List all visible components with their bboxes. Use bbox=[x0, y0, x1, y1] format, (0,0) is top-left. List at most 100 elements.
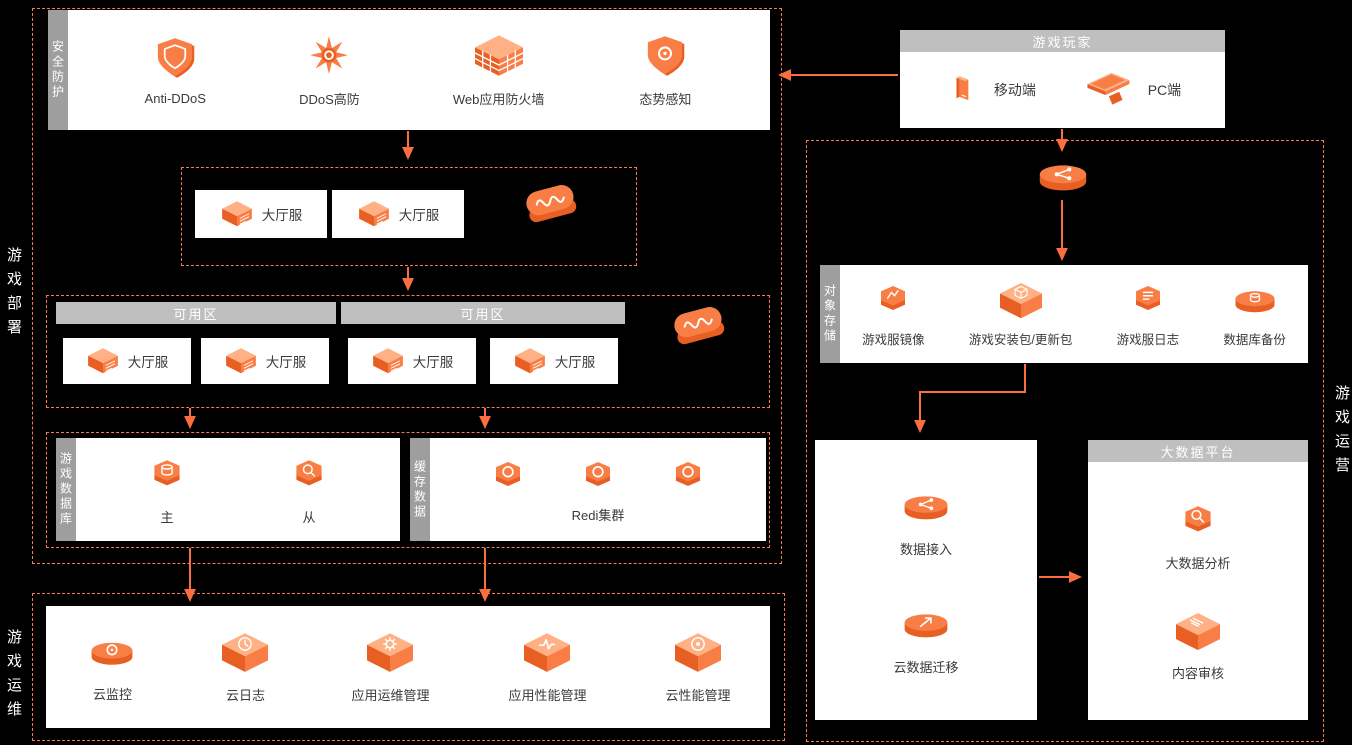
security-item-label: DDoS高防 bbox=[299, 92, 360, 107]
redis-cluster-label: Redi集群 bbox=[571, 507, 625, 523]
region-label-deploy: 游戏部署 bbox=[5, 247, 22, 343]
cloud-log-icon bbox=[218, 630, 272, 676]
lobby-server-label: 大厅服 bbox=[265, 355, 307, 370]
data-group-border bbox=[46, 432, 770, 548]
storage-item-label: 数据库备份 bbox=[1223, 333, 1286, 347]
lobby-server-icon bbox=[357, 199, 391, 229]
database-primary-label: 主 bbox=[160, 509, 174, 525]
security-tab: 安全防护 bbox=[48, 10, 68, 130]
security-item-waf: Web应用防火墙 bbox=[452, 32, 545, 108]
zone-title: 可用区 bbox=[341, 302, 625, 324]
bigdata-panel: 大数据分析 内容审核 bbox=[1088, 462, 1308, 720]
maintenance-item-label: 应用运维管理 bbox=[351, 688, 430, 703]
pc-monitor-icon bbox=[1080, 66, 1136, 114]
lobby-server-label: 大厅服 bbox=[398, 208, 440, 223]
storage-item-package: 游戏安装包/更新包 bbox=[969, 280, 1072, 348]
maintenance-item-appops: 应用运维管理 bbox=[351, 630, 429, 704]
lobby-server-box: 大厅服 bbox=[348, 338, 476, 384]
players-header: 游戏玩家 bbox=[900, 30, 1225, 52]
lobby-server-icon bbox=[224, 346, 258, 376]
zone-title: 可用区 bbox=[56, 302, 336, 324]
storage-panel: 游戏服镜像 游戏安装包/更新包 游戏服日志 数据库备份 bbox=[840, 265, 1308, 363]
lobby-server-box: 大厅服 bbox=[332, 190, 464, 238]
redis-node-icon bbox=[482, 456, 534, 498]
security-item-antiddos: Anti-DDoS bbox=[145, 34, 206, 106]
maintain-region-border bbox=[32, 593, 785, 741]
lobby-server-box: 大厅服 bbox=[490, 338, 618, 384]
maintenance-item-label: 云监控 bbox=[92, 687, 132, 702]
redis-cluster-icons bbox=[482, 456, 714, 498]
player-label: PC端 bbox=[1147, 82, 1182, 98]
data-pipeline-panel: 数据接入 云数据迁移 bbox=[815, 440, 1037, 720]
storage-item-label: 游戏服镜像 bbox=[862, 333, 925, 347]
pipeline-item-access: 数据接入 bbox=[897, 484, 955, 558]
redis-node-icon bbox=[662, 456, 714, 498]
ddos-burst-icon bbox=[301, 32, 357, 80]
firewall-icon bbox=[471, 32, 527, 80]
redis-node-icon bbox=[572, 456, 624, 498]
pipeline-item-label: 云数据迁移 bbox=[893, 660, 959, 675]
lobby-server-box: 大厅服 bbox=[195, 190, 327, 238]
maintenance-item-monitor: 云监控 bbox=[85, 631, 139, 703]
storage-item-label: 游戏安装包/更新包 bbox=[968, 333, 1073, 347]
cloud-monitor-icon bbox=[85, 631, 139, 675]
maintenance-item-label: 云性能管理 bbox=[665, 688, 731, 703]
maintenance-item-label: 应用性能管理 bbox=[508, 688, 587, 703]
player-pc: PC端 bbox=[1080, 66, 1181, 114]
security-item-label: Web应用防火墙 bbox=[452, 92, 545, 107]
data-migration-icon bbox=[897, 602, 955, 648]
database-secondary: 从 bbox=[282, 454, 336, 526]
player-mobile: 移动端 bbox=[944, 65, 1036, 115]
region-label-operate: 游戏运营 bbox=[1333, 385, 1350, 481]
storage-item-label: 游戏服日志 bbox=[1116, 333, 1180, 347]
region-label-maintain: 游戏运维 bbox=[5, 629, 22, 725]
security-item-situational: 态势感知 bbox=[637, 32, 693, 108]
mobile-phone-icon bbox=[944, 65, 982, 115]
pipeline-item-migration: 云数据迁移 bbox=[893, 602, 959, 676]
lobby-server-icon bbox=[513, 346, 547, 376]
lobby-server-box: 大厅服 bbox=[201, 338, 329, 384]
zones-group-border bbox=[46, 295, 770, 408]
database-secondary-icon bbox=[282, 454, 336, 498]
availability-zone-2: 可用区 大厅服 大厅服 bbox=[341, 302, 625, 384]
storage-item-image: 游戏服镜像 bbox=[862, 280, 925, 348]
security-item-label: Anti-DDoS bbox=[144, 91, 206, 106]
lobby-server-label: 大厅服 bbox=[127, 355, 169, 370]
maintenance-item-log: 云日志 bbox=[218, 630, 272, 704]
target-icon bbox=[671, 630, 725, 676]
load-balancer-icon bbox=[666, 298, 732, 354]
maintenance-item-label: 云日志 bbox=[225, 688, 265, 703]
situational-awareness-shield-icon bbox=[637, 32, 693, 80]
server-log-icon bbox=[1123, 280, 1173, 322]
lobby-server-label: 大厅服 bbox=[261, 208, 303, 223]
install-package-icon bbox=[996, 280, 1046, 322]
anti-ddos-shield-icon bbox=[147, 34, 203, 82]
bigdata-item-review: 内容审核 bbox=[1171, 610, 1225, 682]
lobby-server-box: 大厅服 bbox=[63, 338, 191, 384]
bigdata-header: 大数据平台 bbox=[1088, 440, 1308, 462]
security-item-ddospro: DDoS高防 bbox=[299, 32, 360, 108]
players-panel: 移动端 PC端 bbox=[900, 52, 1225, 128]
maintenance-item-apm: 应用性能管理 bbox=[508, 630, 586, 704]
database-backup-icon bbox=[1230, 280, 1280, 322]
load-balancer-icon bbox=[518, 176, 584, 232]
storage-item-log: 游戏服日志 bbox=[1116, 280, 1180, 348]
security-panel: Anti-DDoS DDoS高防 Web应用防火墙 态势感知 bbox=[68, 10, 770, 130]
bigdata-analysis-icon bbox=[1171, 500, 1225, 544]
pipeline-item-label: 数据接入 bbox=[899, 542, 952, 557]
bigdata-item-analysis: 大数据分析 bbox=[1165, 500, 1231, 572]
deploy-region-border bbox=[32, 8, 782, 564]
storage-item-backup: 数据库备份 bbox=[1223, 280, 1286, 348]
database-tab: 游戏数据库 bbox=[56, 438, 76, 541]
database-panel: 主 从 bbox=[76, 438, 400, 541]
server-image-icon bbox=[868, 280, 918, 322]
lobby-group-border bbox=[181, 167, 637, 266]
bigdata-item-label: 内容审核 bbox=[1171, 666, 1224, 681]
cache-panel: Redi集群 bbox=[430, 438, 766, 541]
gear-icon bbox=[363, 630, 417, 676]
database-primary: 主 bbox=[140, 454, 194, 526]
database-primary-icon bbox=[140, 454, 194, 498]
security-item-label: 态势感知 bbox=[639, 92, 692, 107]
lobby-server-icon bbox=[220, 199, 254, 229]
